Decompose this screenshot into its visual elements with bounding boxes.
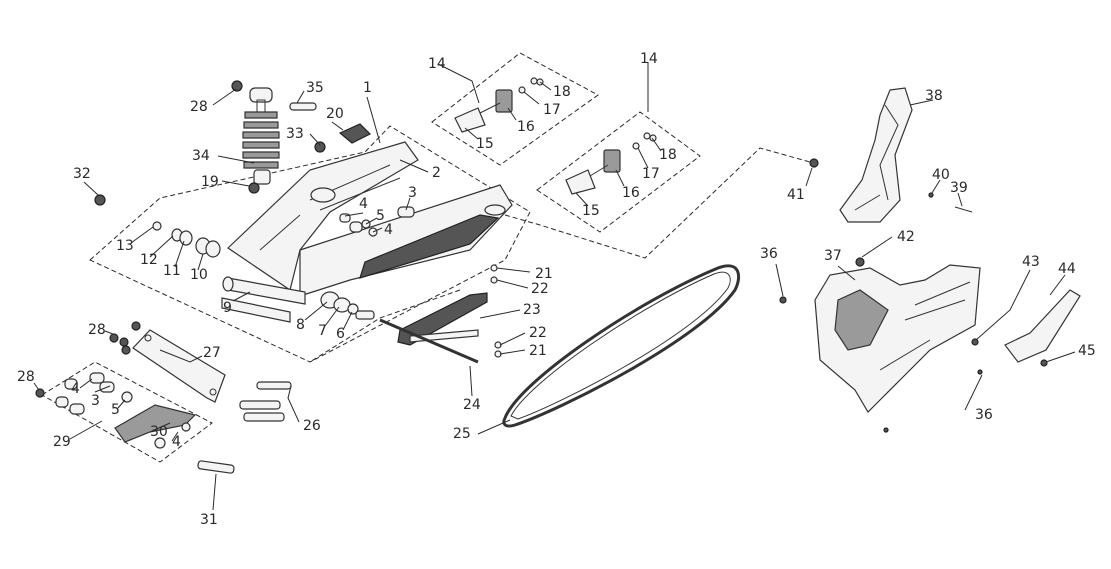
label-44: 44 — [1058, 261, 1076, 277]
label-36: 36 — [760, 246, 778, 262]
label-10: 10 — [190, 267, 208, 283]
label-18: 18 — [659, 147, 677, 163]
chain-adjuster-left — [454, 77, 544, 133]
chain-guide — [379, 264, 502, 364]
label-22: 22 — [529, 325, 547, 341]
label-36: 36 — [975, 407, 993, 423]
label-14: 14 — [640, 51, 658, 67]
label-18: 18 — [553, 84, 571, 100]
label-39: 39 — [950, 180, 968, 196]
group-outlines — [41, 52, 811, 463]
label-7: 7 — [318, 323, 327, 339]
label-32: 32 — [73, 166, 91, 182]
pivot-shaft — [221, 276, 306, 323]
license-bracket — [1004, 289, 1081, 367]
label-4: 4 — [172, 434, 181, 450]
label-28: 28 — [88, 322, 106, 338]
label-8: 8 — [296, 317, 305, 333]
label-15: 15 — [582, 203, 600, 219]
label-3: 3 — [91, 393, 100, 409]
label-33: 33 — [286, 126, 304, 142]
label-17: 17 — [642, 166, 660, 182]
label-22: 22 — [531, 281, 549, 297]
chain-adjuster-right — [565, 132, 657, 195]
shock-absorber — [242, 87, 280, 185]
label-4: 4 — [359, 196, 368, 212]
swing-arm — [227, 141, 513, 297]
label-41: 41 — [787, 187, 805, 203]
label-4: 4 — [71, 381, 80, 397]
label-27: 27 — [203, 345, 221, 361]
label-14: 14 — [428, 56, 446, 72]
bolts-26 — [239, 381, 292, 422]
label-2: 2 — [432, 165, 441, 181]
label-16: 16 — [622, 185, 640, 201]
label-42: 42 — [897, 229, 915, 245]
label-9: 9 — [223, 300, 232, 316]
label-4: 4 — [384, 222, 393, 238]
small-hardware — [94, 80, 415, 320]
label-12: 12 — [140, 252, 158, 268]
rear-fender-bracket — [779, 257, 983, 433]
callout-labels: 1 2 3 4 5 4 13 12 11 10 9 8 7 6 14 14 15… — [17, 51, 1096, 528]
drive-chain — [502, 264, 740, 428]
label-21: 21 — [529, 343, 547, 359]
label-11: 11 — [163, 263, 181, 279]
label-5: 5 — [111, 402, 120, 418]
label-17: 17 — [543, 102, 561, 118]
label-5: 5 — [376, 208, 385, 224]
chain-guard — [809, 87, 973, 223]
label-28: 28 — [17, 369, 35, 385]
label-3: 3 — [408, 185, 417, 201]
label-23: 23 — [523, 302, 541, 318]
label-45: 45 — [1078, 343, 1096, 359]
label-37: 37 — [824, 248, 842, 264]
label-30: 30 — [150, 424, 168, 440]
label-21: 21 — [535, 266, 553, 282]
linkage-parts — [35, 321, 235, 474]
label-31: 31 — [200, 512, 218, 528]
label-26: 26 — [303, 418, 321, 434]
label-1: 1 — [363, 80, 372, 96]
leader-lines — [33, 62, 1076, 511]
label-16: 16 — [517, 119, 535, 135]
label-25: 25 — [453, 426, 471, 442]
label-35: 35 — [306, 80, 324, 96]
label-20: 20 — [326, 106, 344, 122]
label-40: 40 — [932, 167, 950, 183]
label-43: 43 — [1022, 254, 1040, 270]
label-38: 38 — [925, 88, 943, 104]
label-28: 28 — [190, 99, 208, 115]
label-6: 6 — [336, 326, 345, 342]
label-15: 15 — [476, 136, 494, 152]
label-34: 34 — [192, 148, 210, 164]
label-19: 19 — [201, 174, 219, 190]
label-29: 29 — [53, 434, 71, 450]
label-24: 24 — [463, 397, 481, 413]
label-13: 13 — [116, 238, 134, 254]
